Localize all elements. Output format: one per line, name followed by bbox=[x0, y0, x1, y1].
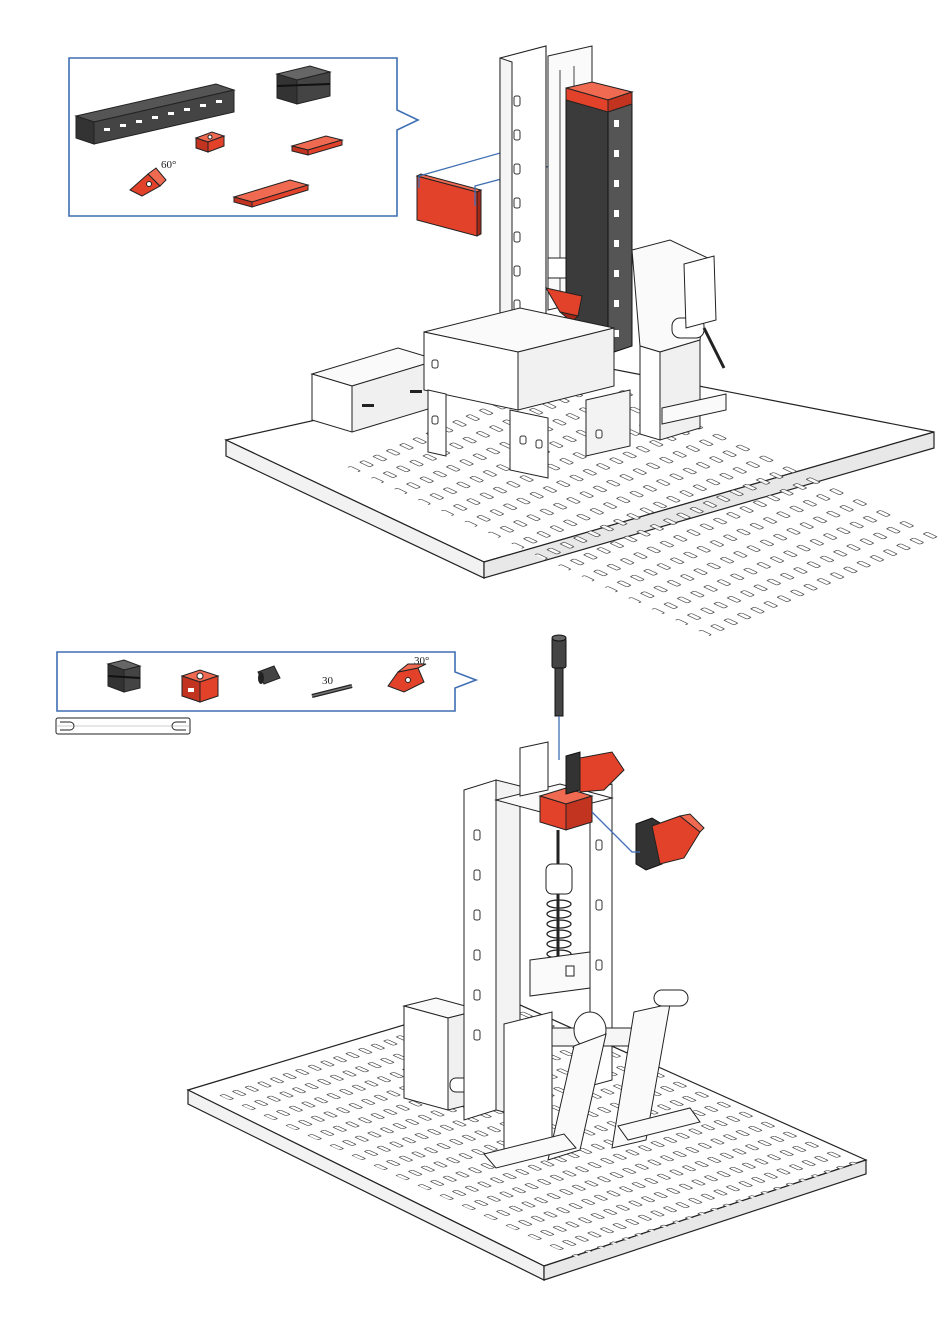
axle-length-label: 30 bbox=[322, 675, 334, 687]
dark-block-part-2 bbox=[108, 660, 140, 692]
angle-label-30: 30° bbox=[414, 655, 429, 667]
top-axle-pin bbox=[552, 635, 566, 760]
parts-callout-2: 30 30° bbox=[57, 652, 476, 711]
crank-assembly bbox=[632, 240, 726, 440]
step-1: 60° bbox=[69, 46, 950, 641]
flat-strut-part bbox=[56, 718, 190, 734]
angle-label-60: 60° bbox=[161, 159, 176, 171]
spring-mechanism bbox=[530, 830, 590, 996]
red-block-part-2 bbox=[182, 670, 218, 702]
dark-block-part bbox=[277, 66, 330, 104]
parts-callout-1: 60° bbox=[69, 58, 418, 216]
step-2: 30 30° bbox=[56, 635, 866, 1280]
